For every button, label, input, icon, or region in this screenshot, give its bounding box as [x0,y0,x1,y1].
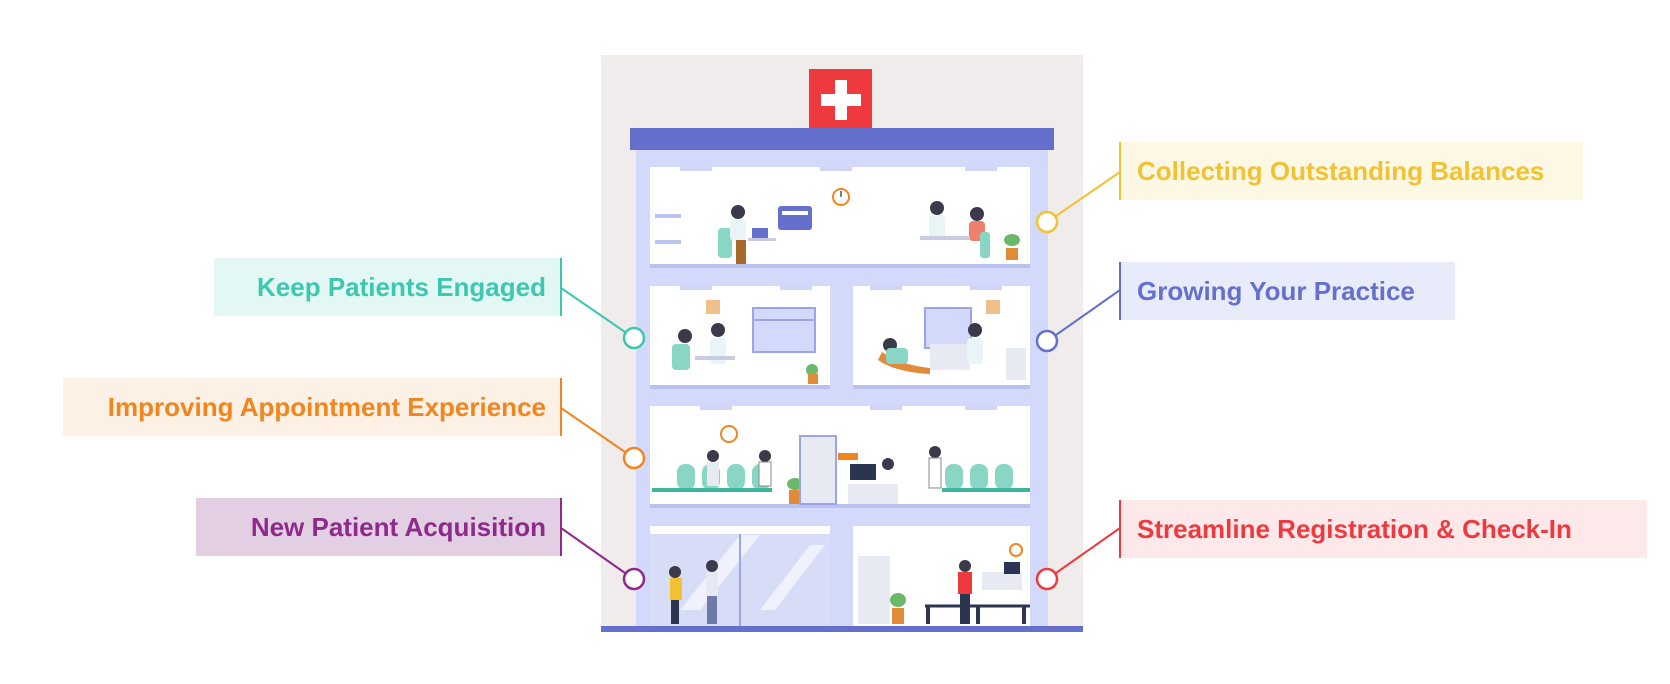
doctor-at-laptop [718,205,776,264]
label-keep-patients-engaged: Keep Patients Engaged [214,258,560,316]
clock-icon [832,188,850,206]
label-improving-appointment: Improving Appointment Experience [63,378,560,436]
label-collecting-balances: Collecting Outstanding Balances [1121,142,1583,200]
connector-growing [1035,262,1121,353]
floor-2-room-left [650,286,830,389]
connector-acquisition [560,498,646,591]
medical-cross-icon [809,69,872,129]
floor-1-room [650,167,1030,268]
floor-4-entrance [650,526,830,626]
roof [630,128,1054,150]
connector-collecting [1035,142,1121,234]
consultation-scene [920,201,990,258]
credit-card-icon [778,206,812,230]
computer-icon [850,464,876,480]
floor-4-reception [853,526,1030,626]
ground-line [601,626,1083,632]
waiting-seats-right [942,464,1030,492]
plant-icon [1004,234,1020,260]
floor-3-waiting-room [650,406,1030,508]
connector-appointment [560,378,646,470]
label-streamline-registration: Streamline Registration & Check-In [1121,500,1647,558]
label-new-patient-acquisition: New Patient Acquisition [196,498,560,556]
window-icon [752,307,816,353]
connector-engaged [560,258,646,350]
label-growing-practice: Growing Your Practice [1121,262,1455,320]
connector-streamline [1035,500,1121,591]
floor-2-room-right [853,286,1030,389]
